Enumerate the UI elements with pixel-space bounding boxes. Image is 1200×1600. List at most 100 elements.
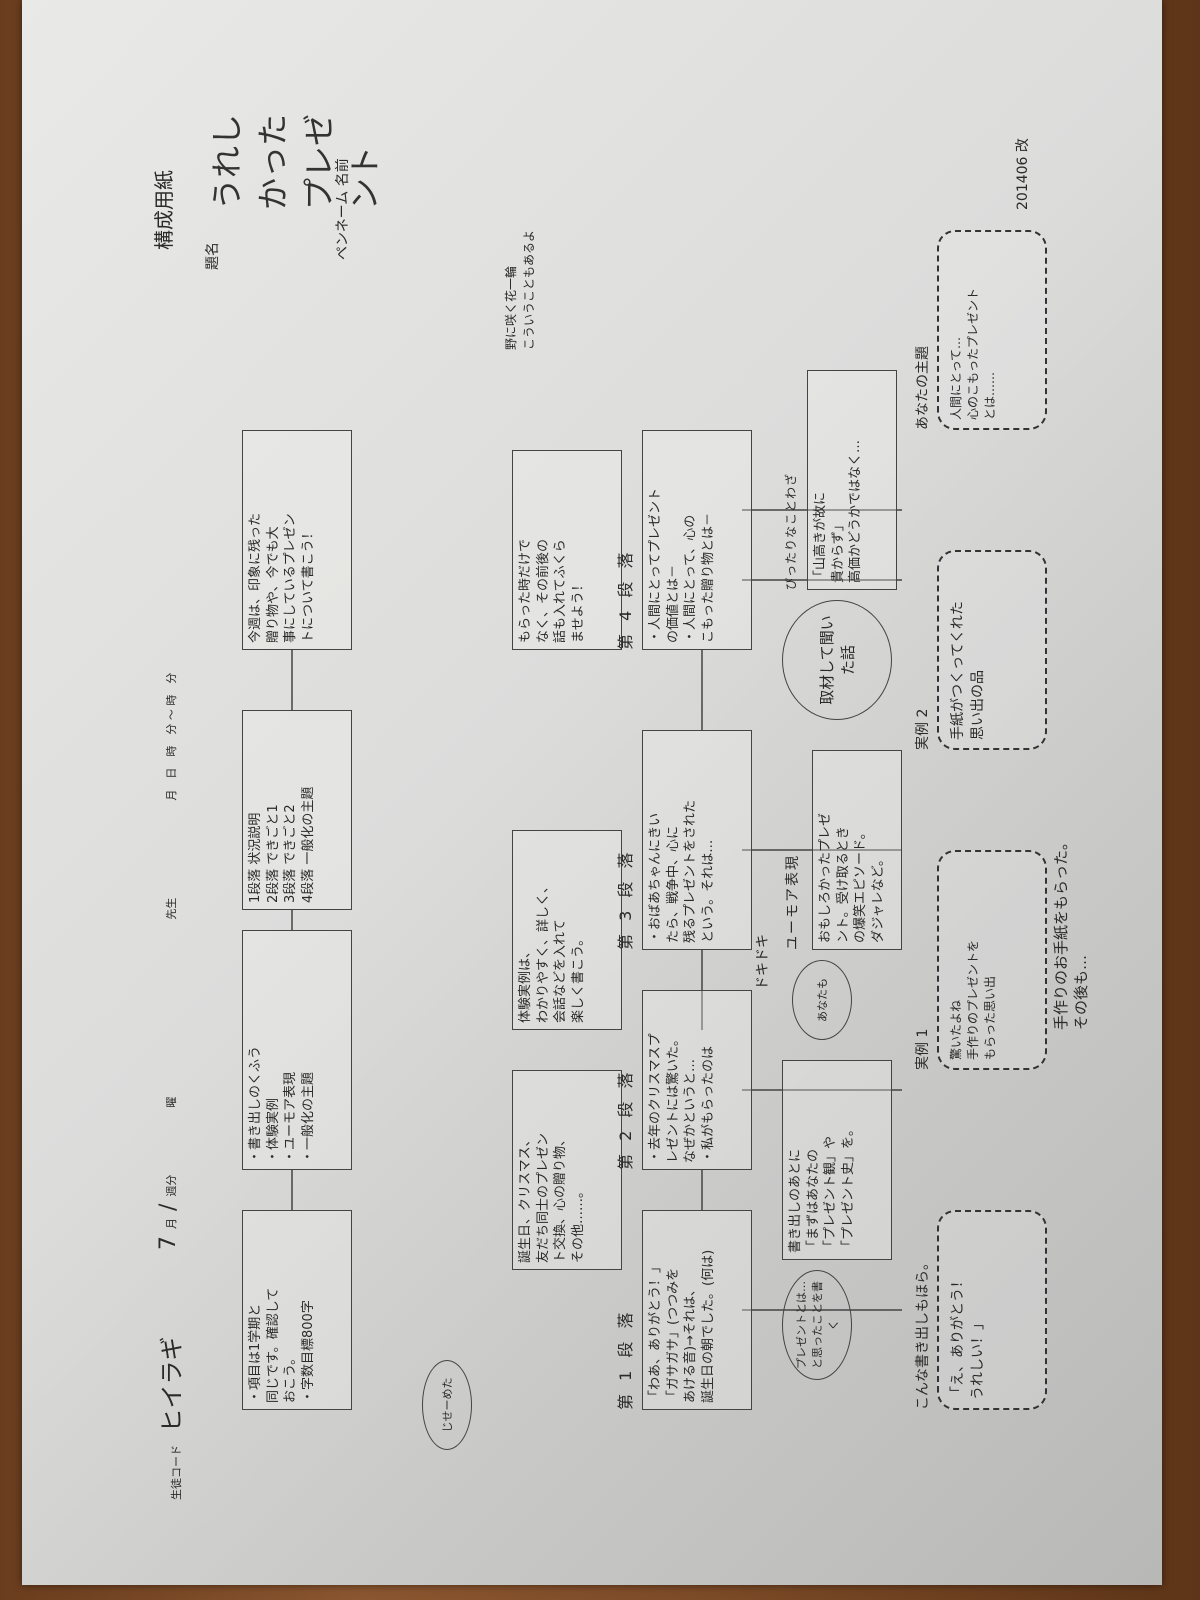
text-line: こもった贈り物とは－ (700, 512, 716, 643)
flow-arrows (291, 509, 902, 1311)
intro-example-label: こんな書き出しもほら。 (915, 1256, 931, 1410)
instruction-box-1: ・項目は1学期と 同じです。確認して おこう。 ・字数目標800字 (242, 1210, 352, 1410)
text-line: レゼントには驚いた。 (665, 1032, 681, 1163)
example-1-cloud: 驚いたよね 手作りのプレゼントを もらった思い出 (937, 850, 1047, 1070)
text-line: 友だち同士のプレゼン (535, 1132, 551, 1263)
paragraph-1-label: 第 1 段 落 (616, 1308, 635, 1410)
text-line: もらった時だけで (518, 538, 533, 643)
text-line: 貴からず」 (830, 518, 846, 583)
present-box-note: じせーめた (422, 1360, 472, 1450)
text-line: 心のこもったプレゼント (966, 287, 980, 420)
paragraph-3-label: 第 3 段 落 (616, 848, 635, 950)
humor-title: ユーモア表現 (785, 854, 801, 950)
text-line: ・体験実例 (265, 1097, 281, 1163)
text-line: 1段落 状況説明 (248, 812, 263, 903)
text-line: なぜかというと… (683, 1058, 699, 1163)
text-line: ・私がもらったのは (700, 1045, 716, 1163)
text-line: 贈り物や、今でも大 (265, 526, 281, 643)
proverb-box: 「山高きが故に 貴からず」 高価かどうかではなく… (807, 370, 897, 590)
text-line: 高価かどうかではなく… (848, 439, 864, 583)
text-line: その他……。 (570, 1184, 586, 1263)
paragraph-2-label: 第 2 段 落 (616, 1068, 635, 1170)
proverb-title: ぴったりなことわざ (784, 472, 798, 590)
footnote-line: 手作りのお手紙をもらった。 (1052, 834, 1070, 1030)
text-line: 「山高きが故に (813, 491, 828, 583)
text-line: の価値とは－ (665, 564, 681, 643)
text-line: 4段落 一般化の主題 (300, 786, 316, 903)
text-line: 「プレゼント史」を。 (840, 1122, 856, 1253)
text-line: という。それは… (700, 839, 716, 943)
hint-box-2: 体験実例は、 わかりやすく、詳しく、 会話などを入れて 楽しく書こう。 (512, 830, 622, 1030)
text-line: 残るプレゼントをされた (683, 799, 699, 943)
text-line: もらった思い出 (983, 975, 997, 1060)
example-2-cloud: 手紙がつくってくれた 思い出の品 (937, 550, 1047, 750)
example-2-label: 実例 2 (915, 708, 931, 750)
text-line: ント。受け取るとき (835, 826, 851, 943)
paragraph-2-box: ・去年のクリスマスプ レゼントには驚いた。 なぜかというと… ・私がもらったのは (642, 990, 752, 1170)
text-line: の爆笑エピソード。 (853, 826, 869, 943)
instruction-box-4: 今週は、印象に残った 贈り物や、今でも大 事にしているプレゼン トについて書こう… (242, 430, 352, 650)
hint-box-1: 誕生日、クリスマス、 友だち同士のプレゼン ト交換、心の贈り物、 その他……。 (512, 1070, 622, 1270)
hint-box-3: もらった時だけで なく、その前後の 話も入れてふくら ませよう！ (512, 450, 622, 650)
paragraph-4-label: 第 4 段 落 (616, 548, 635, 650)
text-line: 事にしているプレゼン (283, 513, 299, 643)
text-line: 「まずはあなたの (805, 1148, 821, 1253)
example-1-label: 実例 1 (915, 1028, 931, 1070)
text-line: ・字数目標800字 (300, 1300, 316, 1403)
text-line: たら、戦争中、心に (665, 825, 681, 943)
interview-bubble: 取材して聞いた話 (782, 600, 892, 720)
footnote-line: その後も… (1071, 954, 1090, 1030)
text-line: おこう。 (283, 1351, 299, 1403)
text-line: ト交換、心の贈り物、 (553, 1132, 569, 1263)
text-line: ませよう！ (570, 578, 586, 643)
humor-box: おもしろかったプレゼ ント。受け取るとき の爆笑エピソード。 ダジャレなど。 (812, 750, 902, 950)
text-line: トについて書こう！ (300, 526, 316, 643)
text-line: 「え、ありがとう！ (950, 1274, 966, 1400)
text-line: 「ガサガサ」(つつみを (665, 1267, 681, 1403)
text-line: ・一般化の主題 (300, 1071, 316, 1163)
text-line: おもしろかったプレゼ (818, 812, 833, 943)
text-line: 手作りのプレゼントを (966, 939, 980, 1060)
bear-caption: ドキドキ (755, 934, 771, 990)
text-line: 体験実例は、 (518, 944, 533, 1023)
text-line: 人間にとって… (949, 336, 963, 420)
text-line: ・去年のクリスマスプ (648, 1033, 663, 1163)
text-line: 書き出しのあとに (788, 1148, 803, 1253)
text-line: 思い出の品 (970, 670, 986, 740)
flower-note: 野に咲く花一輪 こういうこともあるよ (502, 230, 538, 350)
instruction-box-3: 1段落 状況説明 2段落 できごと1 3段落 できごと2 4段落 一般化の主題 (242, 710, 352, 910)
worksheet-paper: 生徒コード ヒイラギ 7 月 / 週分 曜 先生 月 日 時 分 ～ 時 分 構… (22, 0, 1162, 1585)
text-line: 3段落 できごと2 (283, 804, 299, 903)
text-line: ・書き出しのくふう (248, 1045, 263, 1163)
text-line: 2段落 できごと1 (265, 804, 281, 903)
text-line: 同じです。確認して (265, 1287, 281, 1403)
text-line: ・人間にとってプレゼント (648, 488, 663, 643)
text-line: 楽しく書こう。 (570, 932, 586, 1023)
instruction-box-2: ・書き出しのくふう ・体験実例 ・ユーモア表現 ・一般化の主題 (242, 930, 352, 1170)
text-line: 今週は、印象に残った (248, 512, 263, 643)
text-line: うれしい！」 (970, 1316, 986, 1400)
you-too-note: あなたも (792, 960, 852, 1040)
text-line: ・ユーモア表現 (283, 1071, 299, 1163)
text-line: ・おばあちゃんにきい (648, 812, 663, 943)
text-line: 会話などを入れて (553, 919, 569, 1023)
text-line: とは…… (983, 371, 997, 420)
worksheet-canvas: 生徒コード ヒイラギ 7 月 / 週分 曜 先生 月 日 時 分 ～ 時 分 構… (142, 90, 1102, 1510)
present-feeling-note: プレゼントとは…と思ったことを書く (782, 1270, 852, 1380)
rotated-worksheet: 生徒コード ヒイラギ 7 月 / 週分 曜 先生 月 日 時 分 ～ 時 分 構… (142, 90, 1102, 1510)
text-line: 誕生日、クリスマス、 (518, 1133, 533, 1263)
your-theme-cloud: 人間にとって… 心のこもったプレゼント とは…… (937, 230, 1047, 430)
handwritten-footnote: 手作りのお手紙をもらった。 その後も… (1052, 835, 1091, 1030)
text-line: 「プレゼント観」や (823, 1135, 839, 1253)
text-line: 誕生日の朝でした。(何は) (700, 1249, 716, 1403)
text-line: 「わあ、ありがとう！」 (648, 1259, 663, 1403)
paragraph-3-box: ・おばあちゃんにきい たら、戦争中、心に 残るプレゼントをされた という。それは… (642, 730, 752, 950)
text-line: わかりやすく、詳しく、 (535, 879, 551, 1023)
text-line: 話も入れてふくら (553, 539, 569, 643)
paragraph-4-box: ・人間にとってプレゼント の価値とは－ ・人間にとって、心の こもった贈り物とは… (642, 430, 752, 650)
text-line: あける音)→それは、 (683, 1283, 699, 1403)
text-line: ・人間にとって、心の (683, 514, 699, 643)
text-line: なく、その前後の (535, 538, 551, 643)
flower-note-line: 野に咲く花一輪 (504, 265, 518, 350)
flower-note-line: こういうこともあるよ (522, 229, 536, 350)
